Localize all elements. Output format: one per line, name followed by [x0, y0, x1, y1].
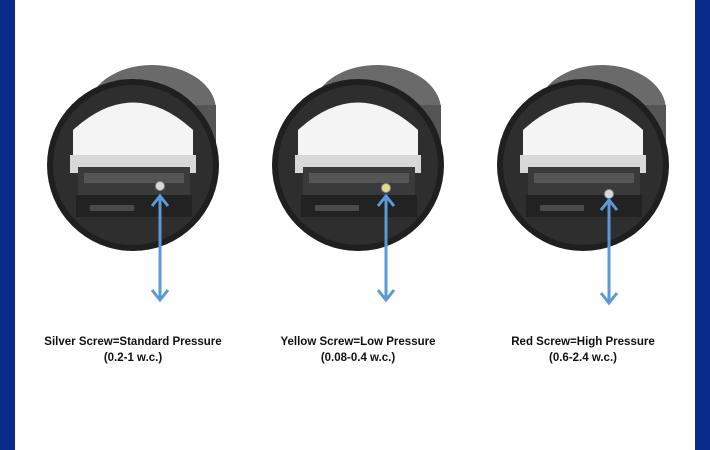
caption-red: Red Screw=High Pressure (0.6-2.4 w.c.) [470, 334, 696, 366]
caption-label: Silver Screw=Standard Pressure [44, 336, 222, 348]
caption-range: (0.2-1 w.c.) [103, 352, 163, 364]
damper-image [47, 65, 219, 251]
arrow-icon [599, 197, 619, 306]
damper-item-red: Red Screw=High Pressure (0.6-2.4 w.c.) [470, 0, 696, 450]
caption-label: Yellow Screw=Low Pressure [280, 336, 436, 348]
arrow-icon [150, 193, 170, 303]
caption-range: (0.08-0.4 w.c.) [320, 352, 396, 364]
caption-label: Red Screw=High Pressure [511, 336, 655, 348]
damper-item-silver: Silver Screw=Standard Pressure (0.2-1 w.… [20, 0, 246, 450]
damper-image [497, 65, 669, 251]
content-panel: Silver Screw=Standard Pressure (0.2-1 w.… [15, 0, 695, 450]
damper-item-yellow: Yellow Screw=Low Pressure (0.08-0.4 w.c.… [245, 0, 471, 450]
caption-silver: Silver Screw=Standard Pressure (0.2-1 w.… [20, 334, 246, 366]
caption-range: (0.6-2.4 w.c.) [549, 352, 617, 364]
caption-yellow: Yellow Screw=Low Pressure (0.08-0.4 w.c.… [245, 334, 471, 366]
arrow-icon [376, 193, 396, 303]
damper-image [272, 65, 444, 251]
